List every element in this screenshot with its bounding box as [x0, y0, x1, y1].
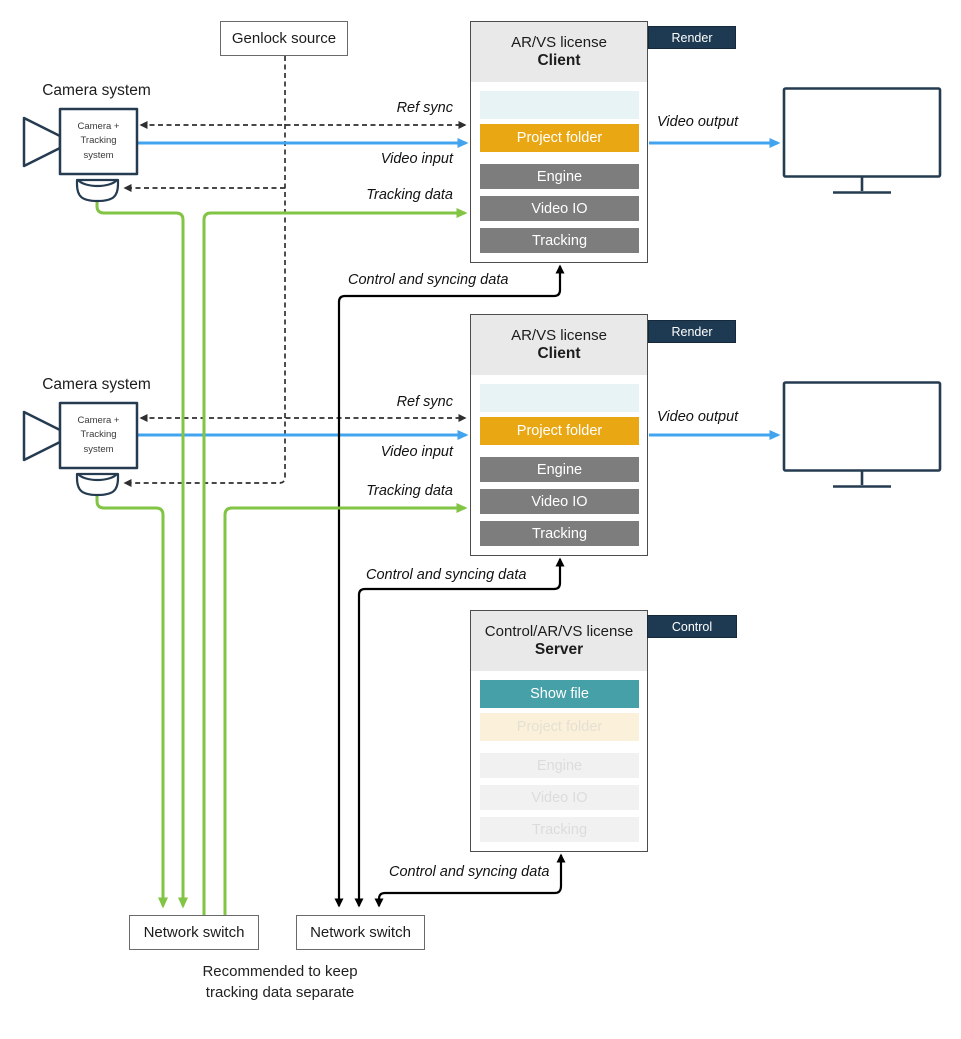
client-2-box: AR/VS license Client Project folder Engi… — [470, 314, 648, 556]
note-line-1: Recommended to keep — [202, 963, 358, 980]
ref-sync-label-2: Ref sync — [396, 394, 453, 410]
network-switch-2-box: Network switch — [296, 915, 425, 950]
tracking-line-cam1-to-switch — [95, 202, 188, 909]
tracking-sensor-detail — [77, 473, 118, 482]
camera-lens-icon — [22, 410, 62, 462]
project-folder-module: Project folder — [480, 417, 639, 445]
role-label: Client — [537, 345, 581, 362]
video-output-label-1: Video output — [657, 114, 739, 130]
control-line-client1-switch — [334, 264, 565, 908]
project-folder-module: Project folder — [480, 124, 639, 152]
render-tag-2: Render — [648, 320, 736, 343]
camera-2-title: Camera system — [42, 376, 151, 393]
camera-body-line: Tracking — [80, 429, 117, 441]
genlock-source-box: Genlock source — [220, 21, 348, 56]
control-line-client2-switch — [354, 557, 565, 908]
tracking-module: Tracking — [480, 228, 639, 253]
role-label: Client — [537, 52, 581, 69]
monitor-2-icon — [782, 381, 942, 488]
control-sync-label-server: Control and syncing data — [389, 864, 550, 880]
project-folder-module-faded: Project folder — [480, 713, 639, 741]
camera-lens-icon — [22, 116, 62, 168]
network-switch-label: Network switch — [143, 924, 245, 941]
note-line-2: tracking data separate — [205, 984, 355, 1001]
monitor-1-icon — [782, 87, 942, 194]
camera-body-line: system — [83, 149, 114, 161]
network-switch-1-box: Network switch — [129, 915, 259, 950]
engine-module: Engine — [480, 457, 639, 482]
camera-body-line: system — [83, 443, 114, 455]
tracking-sensor-detail — [77, 179, 118, 188]
show-file-module: Show file — [480, 680, 639, 708]
control-tag: Control — [647, 615, 737, 638]
video-io-module: Video IO — [480, 196, 639, 221]
license-label: AR/VS license — [511, 327, 607, 344]
tracking-line-switch-to-client1 — [202, 208, 468, 915]
video-output-label-2: Video output — [657, 409, 739, 425]
ref-sync-label-1: Ref sync — [396, 100, 453, 116]
control-sync-label-1: Control and syncing data — [348, 272, 509, 288]
camera-1-body-text: Camera + Tracking system — [60, 109, 137, 174]
server-box: Control/AR/VS license Server Show file P… — [470, 610, 648, 852]
license-label: Control/AR/VS license — [484, 623, 634, 640]
camera-2-icon — [22, 401, 139, 497]
server-header: Control/AR/VS license Server — [471, 611, 647, 671]
control-sync-label-2: Control and syncing data — [366, 567, 527, 583]
control-line-server-switch — [374, 853, 566, 908]
tracking-module-faded: Tracking — [480, 817, 639, 842]
genlock-to-sensor2-line — [123, 56, 286, 487]
camera-body — [58, 107, 139, 176]
network-switch-label: Network switch — [310, 924, 411, 941]
client-1-header: AR/VS license Client — [471, 22, 647, 82]
show-file-empty-slot — [480, 91, 639, 119]
show-file-empty-slot — [480, 384, 639, 412]
video-io-module: Video IO — [480, 489, 639, 514]
client-2-header: AR/VS license Client — [471, 315, 647, 375]
tracking-data-label-1: Tracking data — [366, 187, 453, 203]
camera-body-line: Camera + — [77, 121, 120, 133]
genlock-source-label: Genlock source — [231, 30, 337, 47]
camera-2-body-text: Camera + Tracking system — [60, 403, 137, 468]
camera-body-line: Tracking — [80, 135, 117, 147]
tracking-note: Recommended to keep tracking data separa… — [160, 961, 400, 1003]
license-label: AR/VS license — [511, 34, 607, 51]
tracking-line-switch-to-client2 — [223, 503, 468, 915]
tracking-data-label-2: Tracking data — [366, 483, 453, 499]
camera-body-line: Camera + — [77, 415, 120, 427]
engine-module-faded: Engine — [480, 753, 639, 778]
video-io-module-faded: Video IO — [480, 785, 639, 810]
tracking-module: Tracking — [480, 521, 639, 546]
camera-1-title: Camera system — [42, 82, 151, 99]
role-label: Server — [534, 641, 584, 658]
video-input-label-1: Video input — [380, 151, 453, 167]
client-1-box: AR/VS license Client Project folder Engi… — [470, 21, 648, 263]
engine-module: Engine — [480, 164, 639, 189]
render-tag-1: Render — [648, 26, 736, 49]
camera-body — [58, 401, 139, 470]
camera-1-icon — [22, 107, 139, 203]
tracking-line-cam2-to-switch — [95, 496, 168, 909]
video-input-label-2: Video input — [380, 444, 453, 460]
